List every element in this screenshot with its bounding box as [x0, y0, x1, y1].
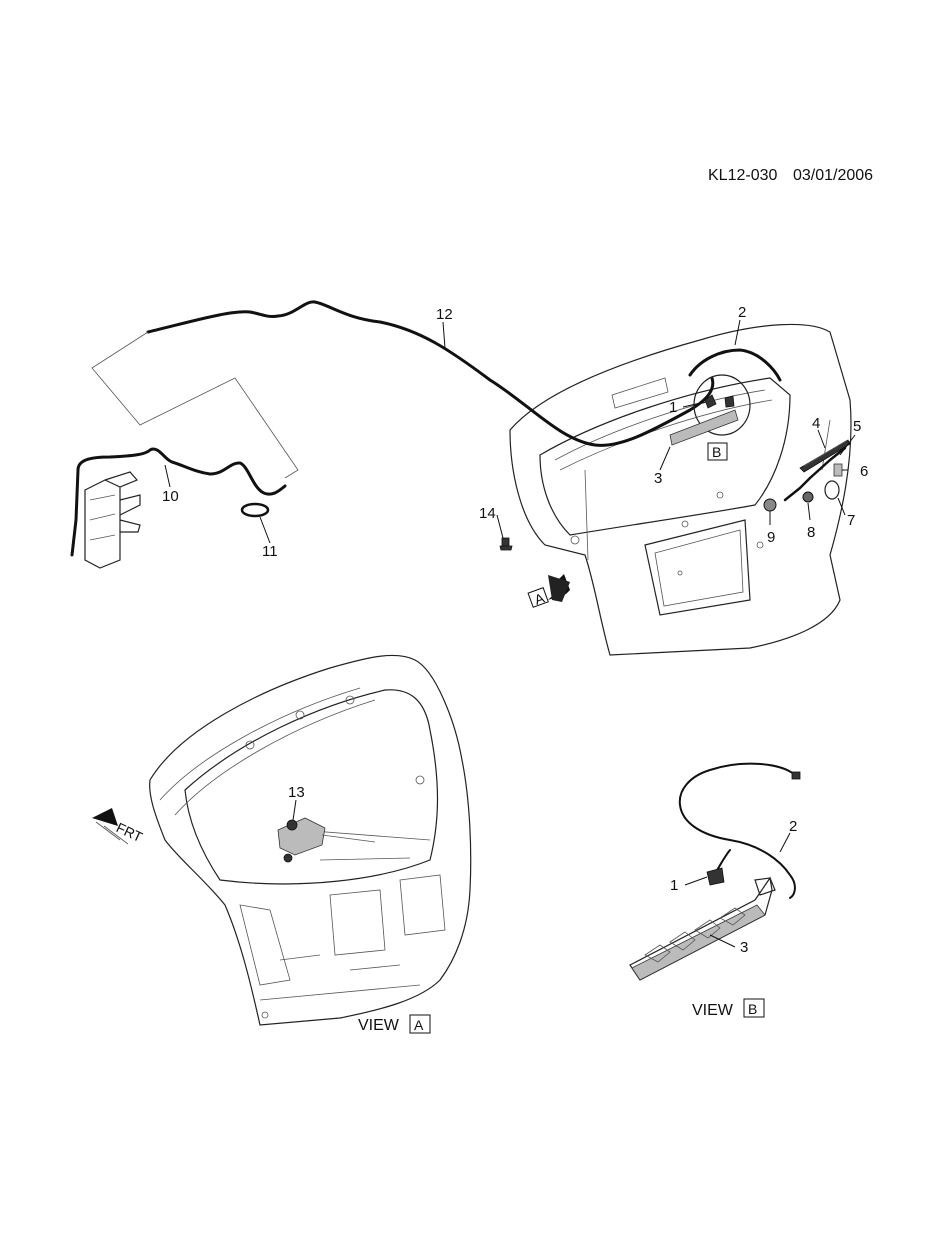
callout-b1: 1 [670, 877, 678, 894]
callout-8: 8 [807, 524, 815, 541]
callout-b3: 3 [740, 939, 748, 956]
view-b-letter-upper: B [712, 444, 721, 460]
callout-4: 4 [812, 415, 820, 432]
view-a-letter: A [414, 1017, 424, 1033]
callout-3: 3 [654, 470, 662, 487]
front-label: FRT [114, 819, 146, 845]
callout-b2: 2 [789, 818, 797, 835]
wiper-parts-4-9 [763, 439, 851, 512]
callout-1: 1 [669, 399, 677, 416]
callout-10: 10 [162, 488, 179, 505]
view-b-letter: B [748, 1001, 757, 1017]
front-arrow [92, 808, 129, 845]
callout-13: 13 [288, 784, 305, 801]
stop-lamp-view-b [629, 762, 801, 981]
view-b-box-upper [707, 442, 728, 461]
stop-lamp-assembly-upper [669, 374, 751, 446]
callout-7: 7 [847, 512, 855, 529]
callout-6: 6 [860, 463, 868, 480]
callout-2: 2 [738, 304, 746, 321]
wire-harness-12 [146, 300, 782, 447]
callout-9: 9 [767, 529, 775, 546]
view-b-box [743, 998, 765, 1018]
washer-reservoir-10 [70, 447, 287, 569]
wiper-motor-13 [277, 817, 376, 863]
callout-5: 5 [853, 418, 861, 435]
callout-11: 11 [262, 543, 278, 560]
view-a-arrow [527, 574, 570, 608]
view-a-box [409, 1014, 431, 1034]
routing-box [91, 331, 299, 479]
drawing-date: 03/01/2006 [793, 167, 873, 184]
callout-12: 12 [436, 306, 453, 323]
view-a-label: VIEW [358, 1017, 400, 1034]
grommet-11 [240, 502, 270, 518]
fastener-14 [499, 537, 513, 551]
drawing-id: KL12-030 [708, 167, 777, 184]
liftgate-interior [149, 654, 472, 1026]
liftgate-exterior [509, 323, 852, 656]
callout-14: 14 [479, 505, 496, 522]
view-b-label: VIEW [692, 1002, 734, 1019]
